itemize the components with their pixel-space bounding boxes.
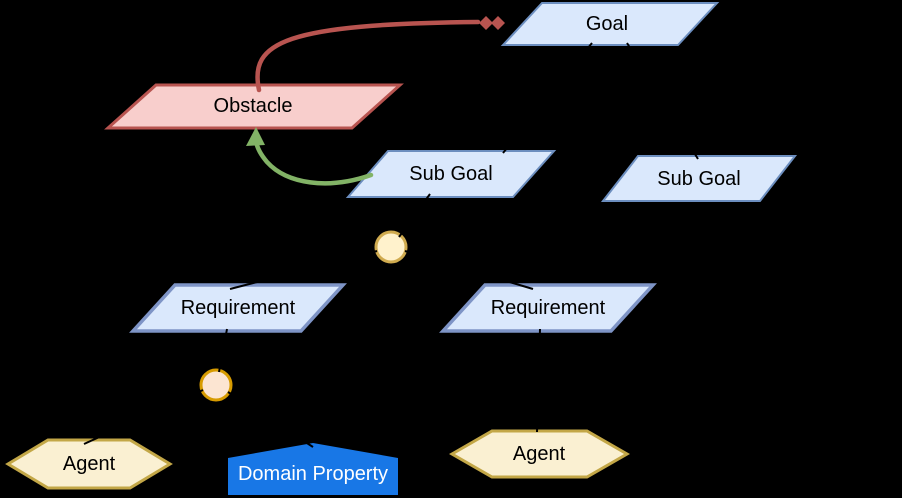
connector-subgoal1-junction[interactable]	[398, 193, 431, 238]
goal-parallelogram[interactable]	[500, 1, 720, 46]
sub-goal-1-label: Sub Goal	[409, 163, 492, 185]
sub-goal-2-parallelogram[interactable]	[600, 155, 798, 202]
connector-junction-requirement2[interactable]	[404, 250, 534, 290]
resolution-arrow-head	[246, 127, 265, 146]
requirement-2-node[interactable]: Requirement	[439, 283, 657, 333]
obstacle-label: Obstacle	[214, 95, 293, 117]
goal-node[interactable]: Goal	[500, 1, 720, 46]
obstacle-parallelogram[interactable]	[104, 83, 404, 130]
domain-property-node[interactable]: Domain Property	[228, 443, 398, 495]
goal-label: Goal	[586, 13, 628, 35]
agent-2-hexagon[interactable]	[448, 429, 631, 479]
domain-property-label: Domain Property	[238, 463, 388, 485]
agent-1-label: Agent	[63, 453, 116, 475]
connector-junction-domain-property[interactable]	[227, 391, 314, 448]
and-junction-circle[interactable]	[374, 230, 408, 264]
or-junction-circle[interactable]	[199, 368, 233, 402]
agent-2-node[interactable]: Agent	[448, 429, 631, 479]
requirement-1-parallelogram[interactable]	[129, 283, 347, 333]
obstruction-arrow-path[interactable]	[255, 19, 481, 93]
agent-1-hexagon[interactable]	[5, 438, 173, 490]
sub-goal-2-label: Sub Goal	[657, 168, 740, 190]
connector-goal-subgoal2[interactable]	[626, 42, 699, 160]
requirement-2-parallelogram[interactable]	[439, 283, 657, 333]
agent-1-node[interactable]: Agent	[5, 438, 173, 490]
connector-requirement2-agent2[interactable]	[536, 328, 541, 433]
sub-goal-1-node[interactable]: Sub Goal	[345, 150, 557, 198]
domain-property-pentagon[interactable]	[228, 443, 398, 495]
connector-junction-agent1[interactable]	[83, 389, 204, 445]
agent-2-label: Agent	[513, 443, 566, 465]
connector-junction-requirement1[interactable]	[229, 250, 378, 290]
connector-lines	[83, 42, 699, 448]
obstruction-arrow[interactable]	[255, 16, 505, 93]
sub-goal-1-parallelogram[interactable]	[345, 150, 557, 198]
connector-requirement1-junction[interactable]	[218, 328, 228, 373]
requirement-1-node[interactable]: Requirement	[129, 283, 347, 333]
sub-goal-2-node[interactable]: Sub Goal	[600, 155, 798, 202]
requirement-1-label: Requirement	[181, 297, 296, 319]
obstacle-node[interactable]: Obstacle	[104, 83, 404, 130]
resolution-arrow[interactable]	[246, 127, 374, 186]
resolution-arrow-path[interactable]	[253, 138, 374, 186]
obstruction-arrow-diamond-1	[479, 16, 493, 30]
connector-goal-subgoal1[interactable]	[502, 42, 593, 154]
requirement-2-label: Requirement	[491, 297, 606, 319]
obstruction-arrow-diamond-2	[491, 16, 505, 30]
